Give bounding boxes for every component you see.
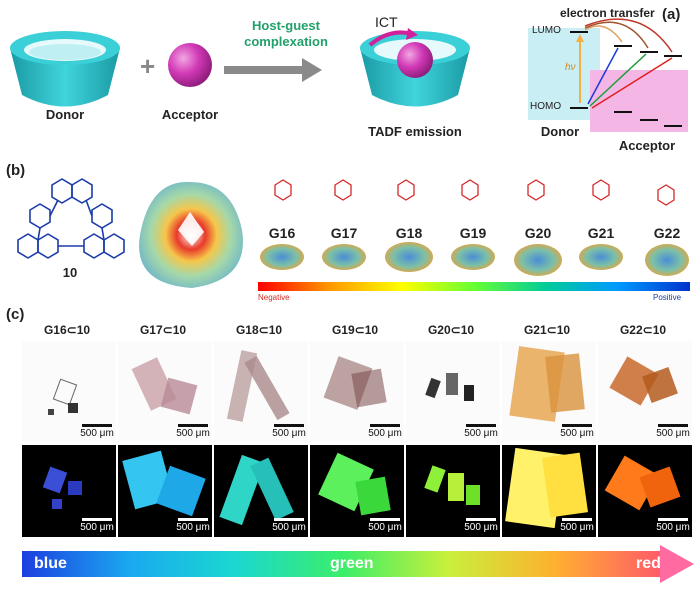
panel-b-label: (b) xyxy=(6,162,26,179)
esp-gradient-bar xyxy=(258,282,690,291)
energy-acceptor-label: Acceptor xyxy=(618,138,676,153)
color-bar-red-label: red xyxy=(636,555,661,572)
host-number-label: 10 xyxy=(62,265,78,280)
scale-bar-fl-g17 xyxy=(178,518,208,521)
guest-label-g20: G20 xyxy=(524,225,552,241)
scale-text-fl-g21: 500 μm xyxy=(560,522,594,533)
fluorescence-g22 xyxy=(598,445,692,537)
scale-bar-fl-g20 xyxy=(466,518,496,521)
panel-a-graphic: + xyxy=(10,18,688,132)
guest-label-g16: G16 xyxy=(268,225,296,241)
scale-bar-bf-g20 xyxy=(466,424,496,427)
acceptor-label: Acceptor xyxy=(161,107,219,122)
scale-text-fl-g17: 500 μm xyxy=(176,522,210,533)
scale-text-fl-g22: 500 μm xyxy=(656,522,690,533)
host-esp-surface xyxy=(139,181,243,288)
hv-label: hν xyxy=(565,62,576,73)
scale-bar-fl-g19 xyxy=(370,518,400,521)
complexation-line1: Host-guest xyxy=(252,18,320,33)
scale-text-fl-g19: 500 μm xyxy=(368,522,402,533)
guest-label-g17: G17 xyxy=(330,225,358,241)
scale-text-bf-g22: 500 μm xyxy=(656,428,690,439)
emission-color-arrowhead xyxy=(660,545,694,583)
color-bar-blue-label: blue xyxy=(34,555,67,572)
guest-label-g19: G19 xyxy=(459,225,487,241)
scale-bar-bf-g18 xyxy=(274,424,304,427)
guest-esp-maps xyxy=(260,242,689,276)
complexation-text: Host-guest complexation xyxy=(226,18,346,50)
complexation-line2: complexation xyxy=(244,34,328,49)
homo-label: HOMO xyxy=(530,101,562,112)
scale-bar-bf-g21 xyxy=(562,424,592,427)
scale-text-bf-g19: 500 μm xyxy=(368,428,402,439)
host-macrocycle-structure xyxy=(17,178,125,259)
host-guest-complex xyxy=(360,28,470,107)
complex-label-g21: G21⊂10 xyxy=(523,323,571,337)
scale-text-fl-g18: 500 μm xyxy=(272,522,306,533)
plus-sign: + xyxy=(140,51,155,81)
fluorescence-g20 xyxy=(406,445,500,537)
complex-label-g20: G20⊂10 xyxy=(427,323,475,337)
complex-label-g17: G17⊂10 xyxy=(139,323,187,337)
scale-text-fl-g20: 500 μm xyxy=(464,522,498,533)
fluorescence-g21 xyxy=(502,445,596,537)
esp-negative-label: Negative xyxy=(258,293,290,302)
scale-text-fl-g16: 500 μm xyxy=(80,522,114,533)
guest-structures xyxy=(274,179,675,206)
scale-bar-bf-g22 xyxy=(658,424,688,427)
energy-diagram xyxy=(528,18,688,132)
emission-color-bar xyxy=(22,551,662,577)
lumo-label: LUMO xyxy=(532,25,561,36)
color-bar-green-label: green xyxy=(330,555,374,572)
complex-label-g18: G18⊂10 xyxy=(235,323,283,337)
fluorescence-g17 xyxy=(118,445,212,537)
energy-donor-label: Donor xyxy=(540,124,580,139)
ict-label: ICT xyxy=(375,14,398,30)
acceptor-sphere xyxy=(168,43,212,87)
scale-bar-bf-g19 xyxy=(370,424,400,427)
fluorescence-g16 xyxy=(22,445,116,537)
guest-label-g18: G18 xyxy=(395,225,423,241)
complex-label-g22: G22⊂10 xyxy=(619,323,667,337)
panel-b-graphic xyxy=(17,178,689,288)
tadf-label: TADF emission xyxy=(368,124,462,139)
donor-label: Donor xyxy=(45,107,85,122)
electron-transfer-label: electron transfer xyxy=(560,6,655,20)
guest-label-g22: G22 xyxy=(653,225,681,241)
panel-c-label: (c) xyxy=(6,306,25,323)
complexation-arrow xyxy=(224,58,322,82)
fluorescence-g18 xyxy=(214,445,308,537)
scale-text-bf-g20: 500 μm xyxy=(464,428,498,439)
complex-label-g19: G19⊂10 xyxy=(331,323,379,337)
donor-ring xyxy=(10,31,120,107)
panel-a-label: (a) xyxy=(662,6,681,23)
scale-bar-bf-g17 xyxy=(178,424,208,427)
esp-positive-label: Positive xyxy=(653,293,682,302)
scale-bar-bf-g16 xyxy=(82,424,112,427)
scale-bar-fl-g21 xyxy=(562,518,592,521)
scale-bar-fl-g22 xyxy=(658,518,688,521)
guest-label-g21: G21 xyxy=(587,225,615,241)
scale-text-bf-g18: 500 μm xyxy=(272,428,306,439)
scale-text-bf-g17: 500 μm xyxy=(176,428,210,439)
scale-text-bf-g21: 500 μm xyxy=(560,428,594,439)
complex-label-g16: G16⊂10 xyxy=(43,323,91,337)
scale-text-bf-g16: 500 μm xyxy=(80,428,114,439)
scale-bar-fl-g16 xyxy=(82,518,112,521)
scale-bar-fl-g18 xyxy=(274,518,304,521)
fluorescence-g19 xyxy=(310,445,404,537)
